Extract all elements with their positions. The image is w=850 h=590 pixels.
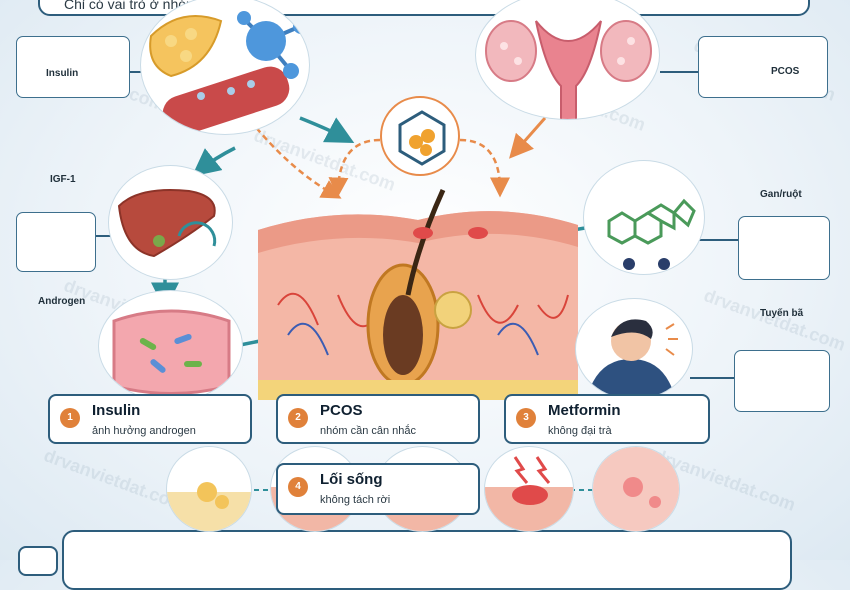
insulin-box <box>16 36 130 98</box>
steroid-molecule-illustration <box>583 160 705 275</box>
card-number: 3 <box>516 408 536 428</box>
label-insulin: Insulin <box>46 68 79 79</box>
label-tuyen-ba: Tuyến bã <box>760 308 804 319</box>
intestine-illustration <box>98 290 243 402</box>
pancreas-icon <box>149 11 309 134</box>
pancreas-insulin-illustration <box>140 0 310 135</box>
headache-woman-icon <box>586 319 678 399</box>
igf1-box <box>16 212 96 272</box>
card-title: Metformin <box>548 402 621 419</box>
uterus-ovaries-icon <box>485 20 652 119</box>
card-subtitle: không đại trà <box>548 425 612 437</box>
card-metformin: 3 Metformin không đại trà <box>504 394 710 444</box>
bottom-illustration-4 <box>484 446 574 532</box>
card-insulin: 1 Insulin ảnh hưởng androgen <box>48 394 252 444</box>
card-pcos: 2 PCOS nhóm cần cân nhắc <box>276 394 480 444</box>
card-number: 1 <box>60 408 80 428</box>
pcos-box <box>698 36 828 98</box>
card-subtitle: ảnh hưởng androgen <box>92 425 196 437</box>
card-subtitle: nhóm cần cân nhắc <box>320 425 417 437</box>
card-title: PCOS <box>320 402 363 419</box>
card-number: 4 <box>288 477 308 497</box>
hexagon-molecule-badge <box>380 96 460 176</box>
label-pcos: PCOS <box>771 66 800 77</box>
uterus-ovaries-illustration <box>475 0 660 120</box>
headache-woman-illustration <box>575 298 693 400</box>
card-title: Insulin <box>92 402 141 419</box>
steroid-molecule-icon <box>607 198 696 270</box>
label-igf1: IGF-1 <box>50 174 76 185</box>
bottom-illustration-1 <box>166 446 252 532</box>
bottom-illustration-5 <box>592 446 680 532</box>
hexagon-molecule-icon <box>398 110 446 166</box>
card-subtitle: không tách rời <box>320 494 391 506</box>
skin-cross-section-icon <box>258 188 578 400</box>
tuyen-ba-box <box>734 350 830 412</box>
gan-ruot-box <box>738 216 830 280</box>
intestine-icon <box>112 309 231 395</box>
card-title: Lối sống <box>320 471 383 488</box>
card-number: 2 <box>288 408 308 428</box>
liver-illustration <box>108 165 233 280</box>
card-loi-song: 4 Lối sống không tách rời <box>276 463 480 515</box>
label-gan-ruot: Gan/ruột <box>760 189 802 200</box>
skin-cross-section <box>258 185 578 400</box>
molecule-icon <box>237 11 309 79</box>
label-androgen: Androgen <box>38 296 86 307</box>
liver-icon <box>117 189 217 258</box>
